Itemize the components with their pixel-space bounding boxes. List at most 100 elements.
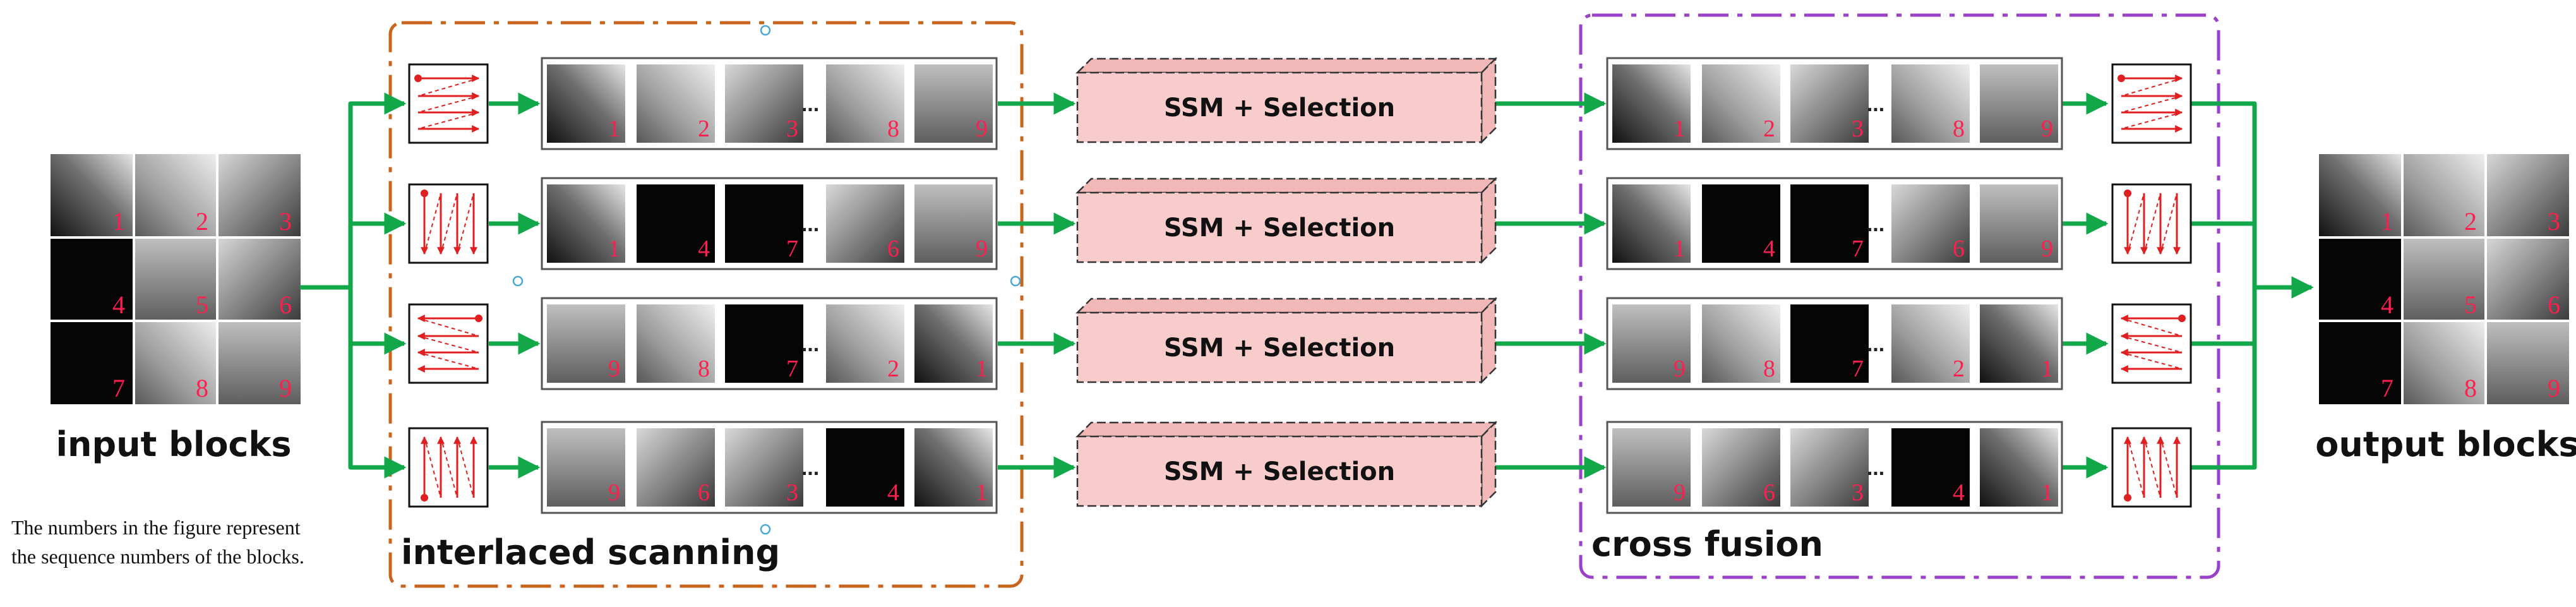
ellipsis: ... — [1867, 212, 1884, 236]
tile-number: 1 — [1674, 116, 1686, 142]
scan-order-icon — [408, 183, 489, 264]
note-line-2: the sequence numbers of the blocks. — [11, 545, 304, 568]
sequence-tile — [1702, 428, 1780, 507]
grid-block — [134, 237, 217, 321]
tile-number: 1 — [2041, 356, 2053, 382]
block-number: 7 — [2381, 374, 2393, 402]
sequence-tile — [1980, 64, 2058, 143]
sequence-tile — [826, 304, 904, 383]
sequence-tile — [637, 184, 715, 263]
grid-block — [51, 154, 134, 237]
input-blocks-label: input blocks — [56, 424, 292, 464]
grid-block — [2402, 321, 2486, 404]
tile-number: 3 — [1852, 479, 1864, 506]
ssm-selection-block: SSM + Selection — [1075, 176, 1498, 265]
input-branch-arrow — [300, 285, 407, 479]
ellipsis: ... — [801, 456, 819, 480]
input-branch-arrow — [300, 212, 407, 290]
reverse-scan-icon — [2111, 63, 2192, 144]
sequence-tile — [637, 428, 715, 507]
sequence-tile — [1612, 64, 1691, 143]
tile-number: 4 — [1953, 479, 1965, 506]
sequence-tile — [1702, 64, 1780, 143]
grid-block — [2486, 237, 2569, 321]
sequence-tile — [637, 304, 715, 383]
output-merge-arrow — [2191, 101, 2314, 299]
output-blocks-label: output blocks — [2315, 424, 2576, 464]
block-number: 1 — [112, 207, 125, 236]
grid-block — [217, 237, 301, 321]
sequence-tile — [1891, 304, 1970, 383]
grid-block — [51, 321, 134, 404]
sequence-tile — [1891, 184, 1970, 263]
tile-number: 4 — [887, 479, 899, 506]
tile-number: 9 — [2041, 116, 2053, 142]
block-number: 2 — [2464, 207, 2477, 236]
grid-block — [217, 154, 301, 237]
reverse-scan-icon — [2111, 183, 2192, 264]
sequence-tile — [914, 428, 993, 507]
block-number: 7 — [112, 374, 125, 402]
tile-number: 3 — [786, 116, 798, 142]
sequence-tile — [547, 184, 625, 263]
grid-block — [2402, 237, 2486, 321]
tile-number: 6 — [1763, 479, 1775, 506]
sequence-tile — [914, 304, 993, 383]
output-merge-arrow — [2191, 276, 2314, 346]
ellipsis: ... — [1867, 92, 1884, 116]
tile-number: 3 — [786, 479, 798, 506]
ssm-selection-label: SSM + Selection — [1164, 457, 1395, 486]
block-number: 9 — [2548, 374, 2560, 402]
grid-block — [134, 154, 217, 237]
tile-number: 1 — [608, 116, 620, 142]
block-number: 3 — [279, 207, 292, 236]
sequence-tile — [637, 64, 715, 143]
output-merge-arrow — [2191, 276, 2314, 470]
sequence-tile — [1980, 428, 2058, 507]
tile-number: 2 — [1953, 356, 1965, 382]
output-merge-arrow — [2191, 221, 2314, 299]
scan-order-icon — [408, 63, 489, 144]
tile-number: 1 — [976, 479, 988, 506]
block-number: 4 — [112, 291, 125, 319]
sequence-tile — [826, 428, 904, 507]
tile-number: 6 — [1953, 236, 1965, 262]
block-number: 4 — [2381, 291, 2393, 319]
tile-number: 6 — [698, 479, 710, 506]
cross-fusion-label: cross fusion — [1591, 524, 1823, 564]
sequence-tile — [725, 304, 803, 383]
ssm-selection-block: SSM + Selection — [1075, 420, 1498, 508]
tile-number: 2 — [698, 116, 710, 142]
sequence-tile — [1790, 64, 1869, 143]
tile-number: 4 — [1763, 236, 1775, 262]
block-number: 5 — [2464, 291, 2477, 319]
block-number: 8 — [196, 374, 208, 402]
grid-block — [2486, 321, 2569, 404]
sequence-tile — [725, 184, 803, 263]
tile-number: 9 — [976, 236, 988, 262]
grid-block — [2402, 154, 2486, 237]
ellipsis: ... — [1867, 332, 1884, 356]
sequence-tile — [1980, 184, 2058, 263]
scan-order-icon — [408, 303, 489, 384]
sequence-tile — [826, 64, 904, 143]
ssm-selection-block: SSM + Selection — [1075, 56, 1498, 145]
tile-number: 8 — [698, 356, 710, 382]
ellipsis: ... — [801, 332, 819, 356]
sequence-tile — [1702, 184, 1780, 263]
ssm-selection-label: SSM + Selection — [1164, 334, 1395, 363]
interlaced-scanning-region — [388, 21, 1024, 588]
grid-block — [2319, 321, 2402, 404]
tile-number: 1 — [2041, 479, 2053, 506]
block-number: 6 — [2548, 291, 2560, 319]
handle-dot — [760, 524, 771, 535]
tile-number: 9 — [1674, 479, 1686, 506]
